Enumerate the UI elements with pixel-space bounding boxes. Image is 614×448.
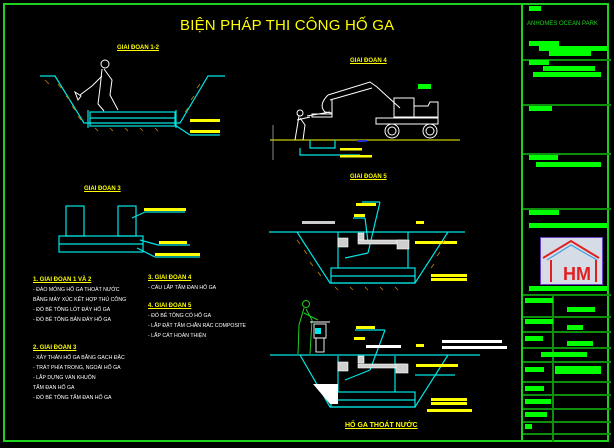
stage-label-4: GIAI ĐOẠN 4 (350, 58, 387, 64)
excavator-icon (306, 81, 439, 139)
stage-5-section (269, 201, 465, 284)
title-block: ANHOMES OCEAN PARK HM (521, 3, 611, 442)
leader-label-1a (190, 119, 220, 122)
note-item: TẤM ĐAN HỐ GA (33, 385, 75, 391)
notes-heading-1: 1. GIAI ĐOẠN 1 VÀ 2 (33, 277, 92, 283)
note-item: - TRÁT PHÍA TRONG, NGOÀI HỐ GA (33, 365, 121, 371)
soil-hatch-5 (296, 239, 446, 291)
company-logo: HM (540, 237, 603, 285)
manhole-cover-5 (337, 232, 410, 250)
note-item: - ĐÀO MÓNG HỐ GA THOÁT NƯỚC (33, 287, 120, 293)
manhole-cover-final (337, 355, 409, 374)
note-item: - XÂY THÂN HỐ GA BẰNG GẠCH ĐẶC (33, 355, 125, 361)
stage-3-section (58, 205, 200, 258)
soil-hatch-1 (44, 79, 201, 132)
note-item: - ĐỔ BÊ TÔNG TẤM ĐAN HỐ GA (33, 395, 112, 401)
excavator-label (418, 84, 431, 89)
final-manhole-section (270, 329, 480, 408)
note-item: - ĐỔ BÊ TÔNG CỔ HỐ GA (148, 313, 212, 319)
drawing-title: BIỆN PHÁP THI CÔNG HỐ GA (180, 17, 395, 34)
note-item: - CẨU LẮP TẤM ĐAN HỐ GA (148, 285, 217, 291)
notes-group-1: 1. GIAI ĐOẠN 1 VÀ 2 - ĐÀO MÓNG HỐ GA THO… (33, 275, 126, 325)
stage-label-3: GIAI ĐOẠN 3 (84, 186, 121, 192)
bottom-caption: HỐ GA THOÁT NƯỚC (345, 422, 418, 429)
note-item: - ĐỔ BÊ TÔNG LÓT ĐÁY HỐ GA (33, 307, 111, 313)
note-item: - LẮP ĐẶT TẤM CHẮN RÁC COMPOSITE (148, 323, 247, 329)
note-item: - ĐỔ BÊ TÔNG BẢN ĐÁY HỐ GA (33, 317, 111, 323)
notes-heading-2: 2. GIAI ĐOẠN 3 (33, 345, 77, 351)
note-item: - LẮP DỰNG VÁN KHUÔN (33, 375, 96, 381)
project-name: ANHOMES OCEAN PARK (527, 21, 598, 27)
leader-label-1b (190, 130, 220, 133)
worker-2-icon (294, 109, 311, 141)
logo-house-icon: HM (542, 239, 600, 284)
note-item: BẰNG MÁY XÚC KẾT HỢP THỦ CÔNG (33, 297, 127, 303)
worker-3-icon (297, 300, 319, 355)
drawing-frame (3, 3, 609, 442)
notes-group-4: 4. GIAI ĐOẠN 5 - ĐỔ BÊ TÔNG CỔ HỐ GA - L… (148, 301, 246, 341)
notes-group-2: 2. GIAI ĐOẠN 3 - XÂY THÂN HỐ GA BẰNG GẠC… (33, 343, 125, 403)
notes-heading-3: 3. GIAI ĐOẠN 4 (148, 275, 192, 281)
stage-label-5: GIAI ĐOẠN 5 (350, 174, 387, 180)
svg-text:HM: HM (563, 264, 591, 284)
worker-1-icon (73, 59, 119, 112)
note-item: - LẤP CÁT HOÀN THIỆN (148, 333, 206, 339)
stage-label-1-2: GIAI ĐOẠN 1-2 (117, 45, 160, 51)
stage-1-2-section (40, 75, 225, 136)
compactor-icon (310, 321, 330, 353)
notes-group-3: 3. GIAI ĐOẠN 4 - CẨU LẮP TẤM ĐAN HỐ GA (148, 273, 216, 293)
stage-4-section (270, 125, 460, 160)
notes-heading-4: 4. GIAI ĐOẠN 5 (148, 303, 192, 309)
